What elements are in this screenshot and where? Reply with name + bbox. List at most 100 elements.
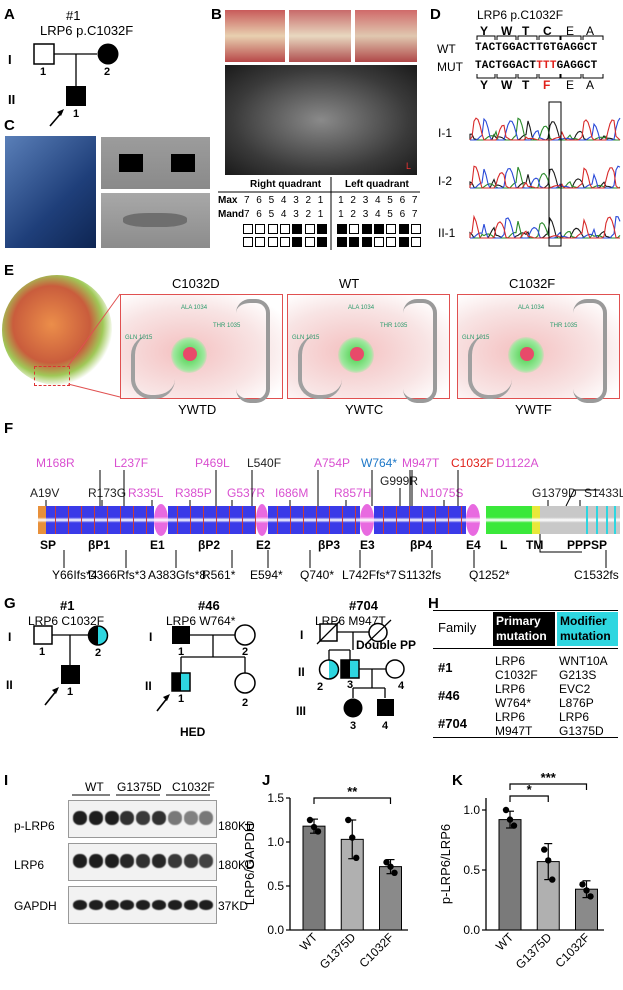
docking-title: C1032D — [172, 276, 220, 291]
mand-tooth-number: 5 — [387, 209, 393, 220]
variant-label-top: M168R — [36, 456, 75, 470]
domain-segment — [256, 504, 268, 536]
residue-label: ALA 1034 — [348, 305, 375, 311]
residue-label: GLN 1015 — [292, 335, 320, 341]
x-tick-label: C1032F — [357, 930, 397, 970]
g-num: 4 — [398, 680, 405, 692]
g-num: 2 — [242, 646, 249, 658]
g-num: 3 — [350, 720, 357, 732]
table-cell-modifier: LRP6 G1375D — [559, 710, 604, 738]
domain-grid-line — [409, 506, 410, 534]
y-tick-label: 0.0 — [267, 923, 284, 937]
docking-title: WT — [339, 276, 360, 291]
y-axis-label: p-LRP6/LRP6 — [438, 824, 453, 904]
domain-grid-line — [290, 506, 291, 534]
intraoral-photo-1 — [225, 10, 285, 62]
blot-band — [120, 900, 135, 910]
domain-grid-line — [81, 506, 82, 534]
domain-grid-line — [190, 506, 191, 534]
domain-segment — [486, 506, 532, 534]
max-tooth-number: 2 — [350, 195, 356, 206]
variant-label-top: P469L — [195, 456, 230, 470]
docking-caption: YWTF — [515, 402, 552, 417]
g-num: 1 — [178, 693, 185, 705]
variant-label-top: G1379D — [532, 486, 577, 500]
max-tooth-number: 5 — [387, 195, 393, 206]
variant-label-bottom: D366Rfs*3 — [88, 568, 147, 582]
table-cell-modifier: EVC2 L876P — [559, 682, 594, 710]
g-num: 2 — [242, 697, 249, 709]
mand-tooth-number: 1 — [338, 209, 344, 220]
y-tick-label: 1.5 — [267, 791, 284, 805]
variant-label-top: A19V — [30, 486, 60, 500]
variant-label-top: G537R — [227, 486, 266, 500]
domain-grid-line — [316, 506, 317, 534]
variant-label-top: W764* — [361, 456, 398, 470]
domain-grid-line — [461, 506, 462, 534]
data-point — [579, 881, 586, 888]
data-point — [549, 876, 556, 883]
data-point — [387, 863, 394, 870]
docking-title: C1032F — [509, 276, 556, 291]
domain-grid-line — [396, 506, 397, 534]
variant-label-top: A754P — [314, 456, 351, 470]
variant-label-top: C1032F — [451, 456, 494, 470]
blot-band — [167, 900, 182, 910]
trace-label-i2: I-2 — [438, 174, 453, 188]
variant-label-top: N1075S — [420, 486, 464, 500]
g704-gen-ii: II — [298, 665, 305, 679]
blot-band — [199, 811, 214, 825]
tooth-status-box — [279, 224, 290, 234]
wt-amino-acid: W — [501, 24, 513, 38]
tooth-status-box — [304, 237, 315, 247]
lips-shape — [123, 213, 187, 227]
intraoral-photo-3 — [355, 10, 417, 62]
blot-band — [152, 854, 166, 868]
blot-group-g1375d: G1375D — [117, 780, 162, 794]
tooth-status-box — [243, 224, 253, 234]
left-quadrant-label: Left quadrant — [345, 179, 409, 190]
data-point — [541, 846, 548, 853]
tooth-status-box — [255, 224, 266, 234]
variant-label-bottom: Q740* — [300, 568, 335, 582]
mand-tooth-number: 6 — [399, 209, 406, 220]
g46-gen-ii: II — [145, 679, 152, 693]
max-tooth-number: 4 — [280, 195, 287, 206]
wt-amino-acid: E — [566, 24, 575, 38]
mutation-table: Family Primary mutation Modifier mutatio… — [433, 610, 618, 738]
domain-grid-line — [448, 506, 449, 534]
x-tick-label: WT — [297, 930, 321, 954]
max-tooth-number: 7 — [244, 195, 250, 206]
table-cell-modifier: WNT10A G213S — [559, 654, 608, 682]
panel-f-label: F — [4, 420, 14, 437]
panel-label: K — [452, 772, 463, 789]
table-cell-family: #46 — [438, 688, 460, 703]
panel-d-label: D — [430, 6, 441, 23]
domain-grid-line — [435, 506, 436, 534]
domain-grid-line — [255, 506, 256, 534]
data-point — [306, 816, 314, 824]
significance-bracket — [509, 783, 588, 790]
num-a2: 2 — [104, 66, 111, 78]
blot-band — [88, 900, 103, 910]
data-point — [345, 816, 352, 824]
blot-band — [183, 900, 198, 910]
domain-segment — [38, 506, 46, 534]
fam1-mut: LRP6 C1032F — [28, 614, 105, 628]
gen-i: I — [8, 52, 12, 67]
data-point — [583, 887, 590, 894]
tooth-status-box — [398, 224, 409, 234]
domain-label: βP2 — [198, 538, 221, 552]
g-num: 1 — [67, 686, 74, 698]
domain-grid-line — [68, 506, 69, 534]
g-num: 2 — [317, 681, 324, 693]
max-tooth-number: 1 — [317, 195, 324, 206]
variant-label-top: R385P — [175, 486, 212, 500]
tooth-status-box — [267, 224, 278, 234]
table-header-family: Family — [438, 620, 477, 635]
protein-strand — [573, 299, 607, 403]
blot-band — [88, 854, 103, 868]
